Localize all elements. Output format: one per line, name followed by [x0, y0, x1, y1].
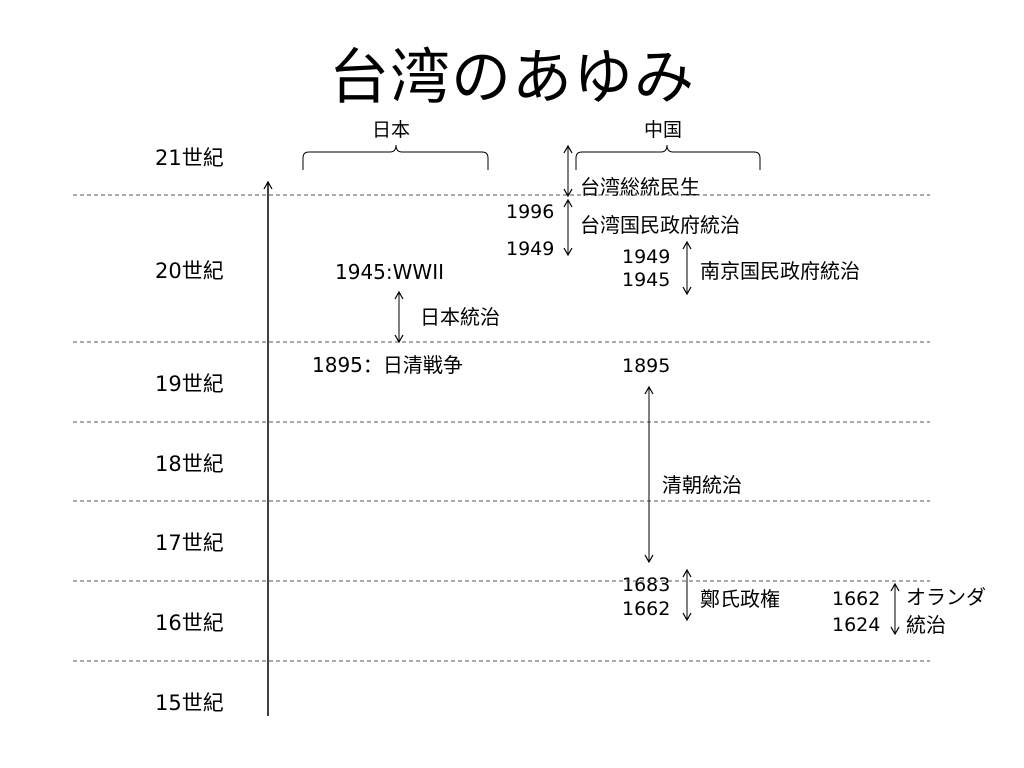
century-label-21: 21世紀 — [155, 146, 224, 170]
dutch-start-year: 1624 — [832, 614, 881, 636]
nanjing-label: 南京国民政府統治 — [700, 259, 860, 283]
koxinga-start-year: 1662 — [622, 598, 671, 620]
year-1949-top-label: 1949 — [506, 238, 555, 260]
nanjing-start-year: 1945 — [622, 269, 671, 291]
china-column-brace — [575, 144, 761, 170]
japan-rule-label: 日本統治 — [420, 305, 500, 329]
qing-rule-label: 清朝統治 — [662, 473, 742, 497]
wwii-label: 1945:WWII — [335, 260, 444, 284]
roc-taiwan-label: 台湾国民政府統治 — [580, 213, 740, 237]
century-label-19: 19世紀 — [155, 372, 224, 396]
century-label-15: 15世紀 — [155, 691, 224, 715]
dutch-label-line1: オランダ — [906, 585, 986, 609]
nanjing-end-year: 1949 — [622, 246, 671, 268]
dutch-label-line2: 統治 — [906, 613, 946, 637]
koxinga-label: 鄭氏政権 — [700, 587, 780, 611]
year-1895-china-label: 1895 — [622, 355, 671, 377]
century-label-16: 16世紀 — [155, 611, 224, 635]
page-title: 台湾のあゆみ — [329, 43, 695, 113]
japan-column-header: 日本 — [372, 119, 411, 141]
china-column-header: 中国 — [644, 119, 683, 141]
japan-column-brace — [302, 144, 489, 170]
century-label-18: 18世紀 — [155, 452, 224, 476]
sino-japanese-war-label: 1895：日清戦争 — [312, 353, 463, 377]
dutch-end-year: 1662 — [832, 588, 881, 610]
century-label-17: 17世紀 — [155, 531, 224, 555]
century-label-20: 20世紀 — [155, 259, 224, 283]
year-1996-label: 1996 — [506, 201, 555, 223]
koxinga-end-year: 1683 — [622, 574, 671, 596]
